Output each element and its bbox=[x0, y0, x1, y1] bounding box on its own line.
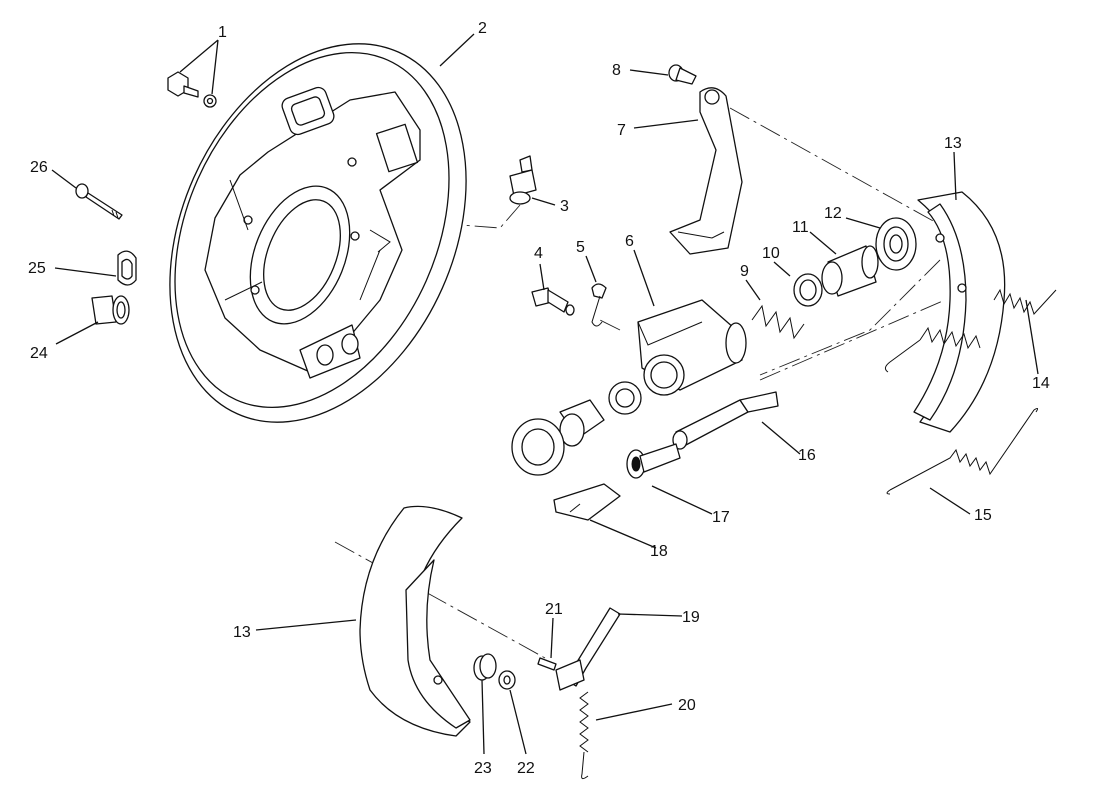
callout-21: 21 bbox=[545, 601, 563, 618]
callout-16: 16 bbox=[798, 447, 816, 464]
callout-12: 12 bbox=[824, 205, 842, 222]
callout-15: 15 bbox=[974, 507, 992, 524]
grommet-25 bbox=[117, 250, 137, 286]
leader-lines bbox=[51, 33, 1039, 755]
callout-17: 17 bbox=[712, 509, 730, 526]
adjuster-16 bbox=[672, 391, 779, 450]
cylinder-boot-set bbox=[511, 381, 642, 476]
callout-6: 6 bbox=[625, 233, 634, 250]
callout-23: 23 bbox=[474, 760, 492, 777]
fitting-4 bbox=[531, 287, 575, 316]
spring-9 bbox=[751, 304, 805, 340]
callout-11: 11 bbox=[792, 219, 809, 236]
callout-1: 1 bbox=[218, 24, 227, 41]
spring-23 bbox=[473, 653, 497, 681]
pin-8 bbox=[668, 64, 697, 85]
screw-26 bbox=[75, 183, 123, 220]
callout-26: 26 bbox=[30, 159, 48, 176]
callout-8: 8 bbox=[612, 62, 621, 79]
bolt-and-washer bbox=[167, 71, 217, 108]
callout-10: 10 bbox=[762, 245, 780, 262]
backing-plate bbox=[169, 43, 467, 423]
callout-5: 5 bbox=[576, 239, 585, 256]
spring-20 bbox=[579, 691, 589, 780]
washer-22 bbox=[498, 670, 516, 690]
callouts: 1 2 3 4 5 6 7 8 9 10 11 12 13 13 14 15 1… bbox=[28, 20, 1050, 777]
clip-5 bbox=[591, 283, 607, 327]
callout-18: 18 bbox=[650, 543, 668, 560]
spring-15 bbox=[886, 407, 1039, 495]
callout-20: 20 bbox=[678, 697, 696, 714]
spring-14 bbox=[884, 288, 1057, 373]
callout-13-lower: 13 bbox=[233, 624, 251, 641]
callout-24: 24 bbox=[30, 345, 48, 362]
wheel-cylinder-6 bbox=[637, 299, 747, 396]
lever-7 bbox=[669, 87, 743, 255]
socket-18 bbox=[553, 483, 621, 521]
lever-19 bbox=[555, 607, 621, 691]
callout-22: 22 bbox=[517, 760, 535, 777]
ring-10 bbox=[793, 273, 823, 307]
callout-3: 3 bbox=[560, 198, 569, 215]
bleeder-3 bbox=[509, 155, 537, 205]
plug-24 bbox=[91, 295, 130, 325]
boot-12 bbox=[875, 217, 917, 271]
callout-25: 25 bbox=[28, 260, 46, 277]
piston-11 bbox=[821, 245, 879, 297]
pin-21 bbox=[537, 657, 557, 671]
callout-7: 7 bbox=[617, 122, 626, 139]
callout-14: 14 bbox=[1032, 375, 1050, 392]
callout-13-upper: 13 bbox=[944, 135, 962, 152]
brake-shoe-upper bbox=[913, 191, 1006, 433]
callout-4: 4 bbox=[534, 245, 543, 262]
callout-2: 2 bbox=[478, 20, 487, 37]
brake-shoe-lower bbox=[359, 505, 471, 737]
callout-19: 19 bbox=[682, 609, 700, 626]
adjuster-wheel-17 bbox=[626, 443, 681, 479]
callout-9: 9 bbox=[740, 263, 749, 280]
